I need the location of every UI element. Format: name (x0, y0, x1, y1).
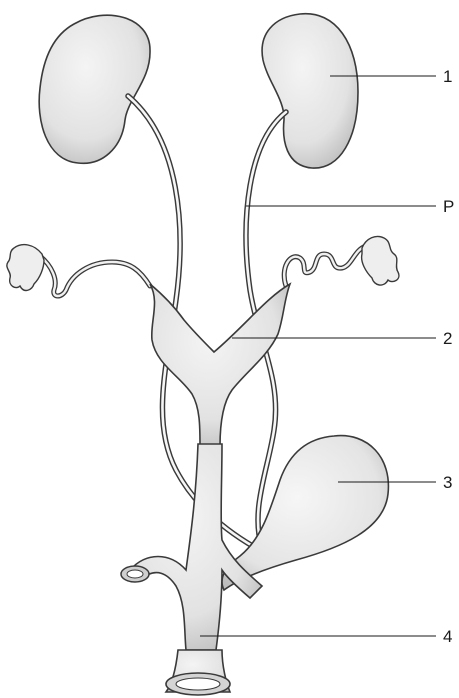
cloaca-body (121, 444, 262, 695)
label-kidney: 1 (443, 67, 452, 86)
labels: 1 P 2 3 4 (443, 67, 454, 646)
label-uterus: 2 (443, 329, 452, 348)
right-kidney (262, 14, 358, 168)
oviducts (40, 246, 366, 296)
label-ureter: P (443, 197, 454, 216)
right-funnel (362, 236, 399, 285)
urinary-bladder (222, 436, 388, 590)
label-bladder: 3 (443, 473, 452, 492)
oviduct-funnels (7, 236, 399, 290)
left-kidney (39, 15, 150, 163)
label-cloaca: 4 (443, 627, 452, 646)
left-funnel (7, 245, 44, 291)
